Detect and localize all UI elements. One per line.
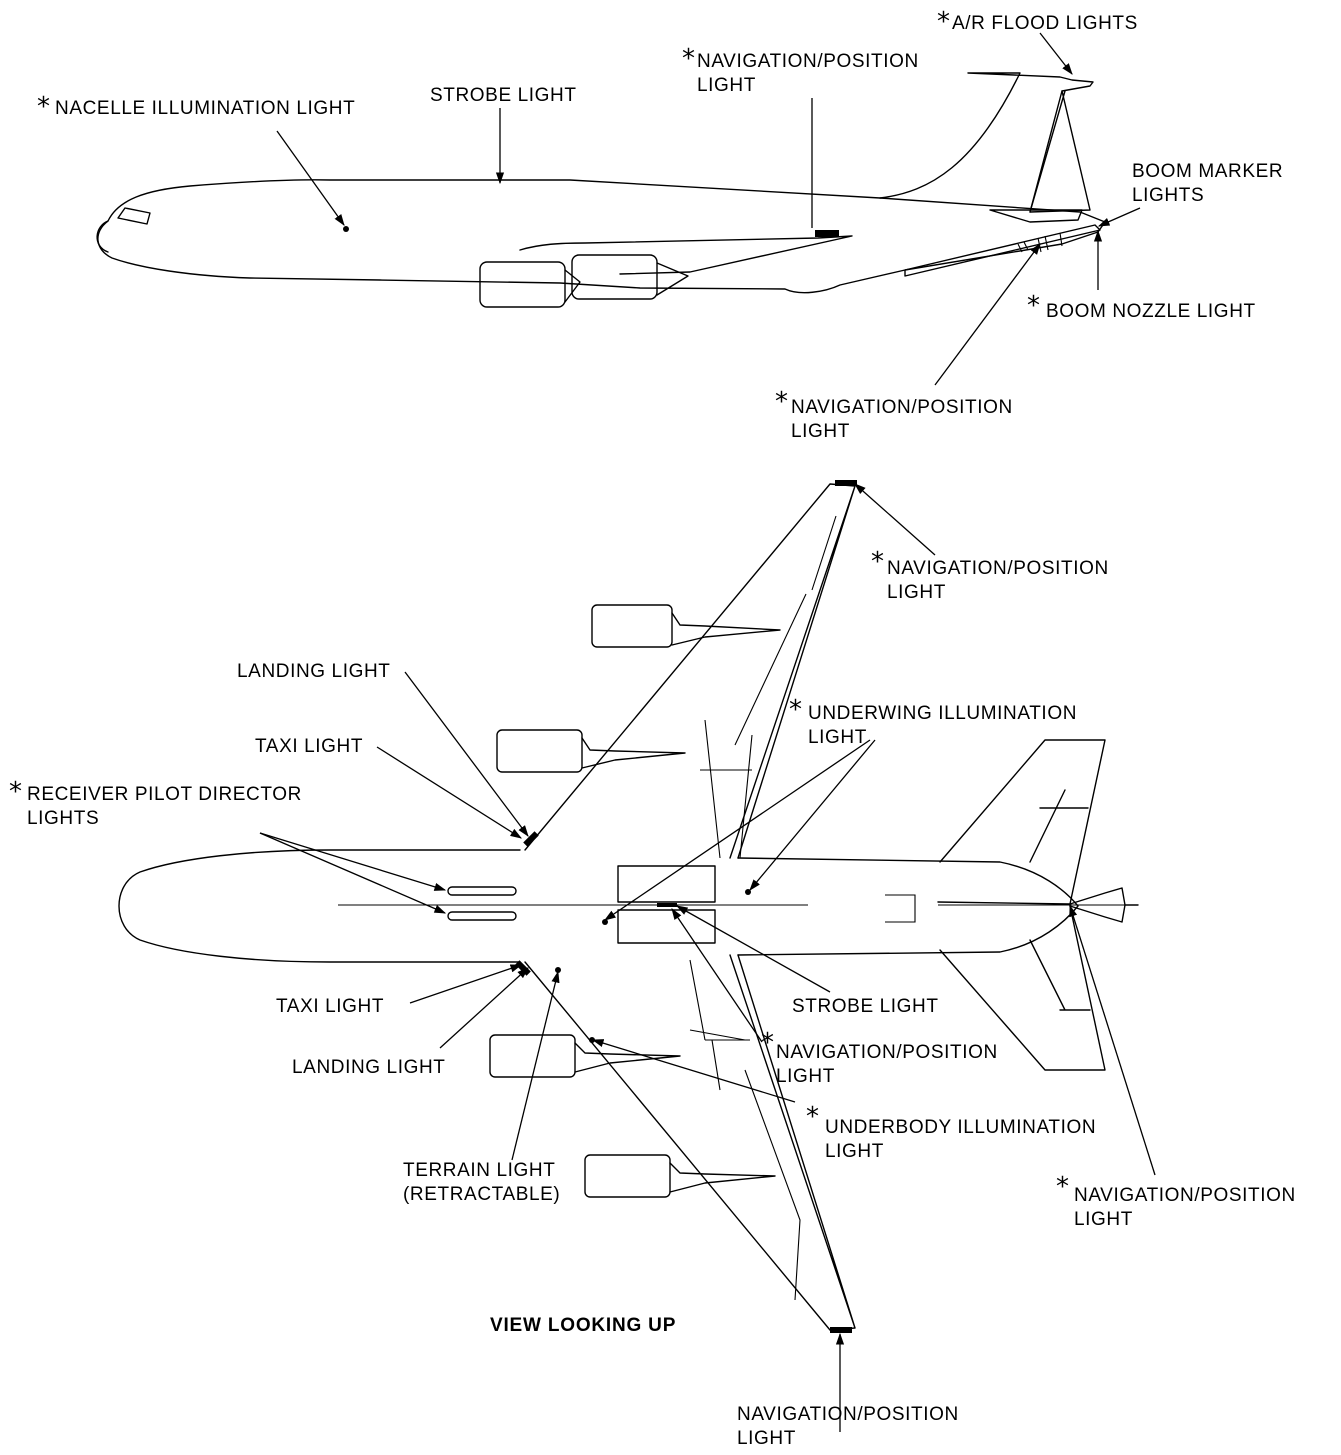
- label-strobe-top: STROBE LIGHT: [430, 85, 577, 106]
- label-nav-position-top-1: NAVIGATION/POSITION: [697, 51, 919, 72]
- asterisk-nav-top: *: [682, 44, 695, 74]
- plan-upper-wing-flaps: [700, 515, 837, 859]
- plan-lower-taxi-landing-light: [515, 960, 531, 976]
- plan-nav-wingtip-top: [835, 480, 857, 486]
- view-title: VIEW LOOKING UP: [490, 1315, 676, 1336]
- plan-boom: [937, 887, 1139, 923]
- side-nose: [96, 220, 109, 253]
- asterisk-nav-center: *: [761, 1028, 774, 1058]
- plan-upper-stab: [939, 739, 1106, 905]
- label-terrain-2: (RETRACTABLE): [403, 1184, 560, 1205]
- label-underbody-2: LIGHT: [825, 1141, 884, 1162]
- plan-lower-wing-flaps: [689, 959, 801, 1301]
- asterisk-nav-tail: *: [1056, 1172, 1069, 1202]
- plan-receiver-light-lower: [447, 911, 517, 921]
- asterisk-receiver: *: [9, 777, 22, 807]
- plan-lower-stab: [939, 905, 1106, 1071]
- asterisk-nacelle: *: [37, 92, 50, 122]
- label-nav-position-center-1: NAVIGATION/POSITION: [776, 1042, 998, 1063]
- label-taxi-lower: TAXI LIGHT: [276, 996, 384, 1017]
- plan-strobe-light: [657, 903, 677, 907]
- label-nav-position-bottom-1: NAVIGATION/POSITION: [737, 1404, 959, 1425]
- side-nacelle-light-point: [343, 226, 349, 232]
- side-wing: [519, 235, 853, 275]
- label-nav-position-wingtip-2: LIGHT: [887, 582, 946, 603]
- asterisk-nav-wingtip: *: [871, 547, 884, 577]
- label-boom-nozzle: BOOM NOZZLE LIGHT: [1046, 301, 1256, 322]
- plan-engine-lower-outboard: [584, 1154, 776, 1198]
- plan-engine-upper-inboard: [496, 729, 686, 773]
- asterisk-nav-mid: *: [775, 387, 788, 417]
- side-nav-position-light: [815, 230, 839, 237]
- label-nav-position-tail-2: LIGHT: [1074, 1209, 1133, 1230]
- side-vertical-fin: [879, 72, 1094, 213]
- label-nav-position-bottom-2: LIGHT: [737, 1428, 796, 1449]
- label-nav-position-wingtip-1: NAVIGATION/POSITION: [887, 558, 1109, 579]
- side-engine-fwd: [479, 261, 581, 308]
- label-underbody-1: UNDERBODY ILLUMINATION: [825, 1117, 1096, 1138]
- label-nav-position-center-2: LIGHT: [776, 1066, 835, 1087]
- leader-lines: [259, 32, 1156, 1432]
- label-terrain-1: TERRAIN LIGHT: [403, 1160, 555, 1181]
- labels: * A/R FLOOD LIGHTS * NAVIGATION/POSITION…: [9, 7, 1296, 1449]
- label-underwing-1: UNDERWING ILLUMINATION: [808, 703, 1077, 724]
- side-fin-leading-edge: [1029, 90, 1063, 213]
- side-fuselage: [97, 179, 1106, 294]
- plan-engine-lower-inboard: [489, 1034, 681, 1078]
- asterisk-underwing: *: [789, 695, 802, 725]
- label-nacelle-illumination: NACELLE ILLUMINATION LIGHT: [55, 98, 355, 119]
- plan-fuselage: [118, 849, 1079, 963]
- label-receiver-1: RECEIVER PILOT DIRECTOR: [27, 784, 302, 805]
- side-boom: [904, 224, 1101, 277]
- label-nav-position-mid-1: NAVIGATION/POSITION: [791, 397, 1013, 418]
- label-landing-lower: LANDING LIGHT: [292, 1057, 446, 1078]
- label-receiver-2: LIGHTS: [27, 808, 99, 829]
- label-underwing-2: LIGHT: [808, 727, 867, 748]
- plan-engine-upper-outboard: [591, 604, 781, 648]
- side-cockpit-window: [117, 207, 151, 225]
- side-view-aircraft: [96, 72, 1106, 308]
- plan-view-aircraft: [118, 480, 1139, 1333]
- label-nav-position-top-2: LIGHT: [697, 75, 756, 96]
- plan-receiver-light-upper: [447, 886, 517, 896]
- label-boom-marker-2: LIGHTS: [1132, 185, 1204, 206]
- side-boom-vanes: [1017, 232, 1063, 253]
- asterisk-ar-flood: *: [937, 7, 950, 37]
- side-engine-aft: [571, 254, 689, 300]
- side-horizontal-stab: [989, 209, 1083, 223]
- label-ar-flood-lights: A/R FLOOD LIGHTS: [952, 13, 1138, 34]
- label-boom-marker-1: BOOM MARKER: [1132, 161, 1283, 182]
- label-landing-upper: LANDING LIGHT: [237, 661, 391, 682]
- label-strobe-lower: STROBE LIGHT: [792, 996, 939, 1017]
- label-nav-position-tail-1: NAVIGATION/POSITION: [1074, 1185, 1296, 1206]
- plan-aft-pod: [885, 894, 916, 923]
- asterisk-underbody: *: [806, 1102, 819, 1132]
- asterisk-boom-nozzle: *: [1027, 291, 1040, 321]
- label-taxi-upper: TAXI LIGHT: [255, 736, 363, 757]
- label-nav-position-mid-2: LIGHT: [791, 421, 850, 442]
- plan-upper-taxi-landing-light: [523, 831, 539, 847]
- plan-nav-wingtip-bottom: [830, 1327, 852, 1333]
- plan-upper-wing: [524, 483, 856, 859]
